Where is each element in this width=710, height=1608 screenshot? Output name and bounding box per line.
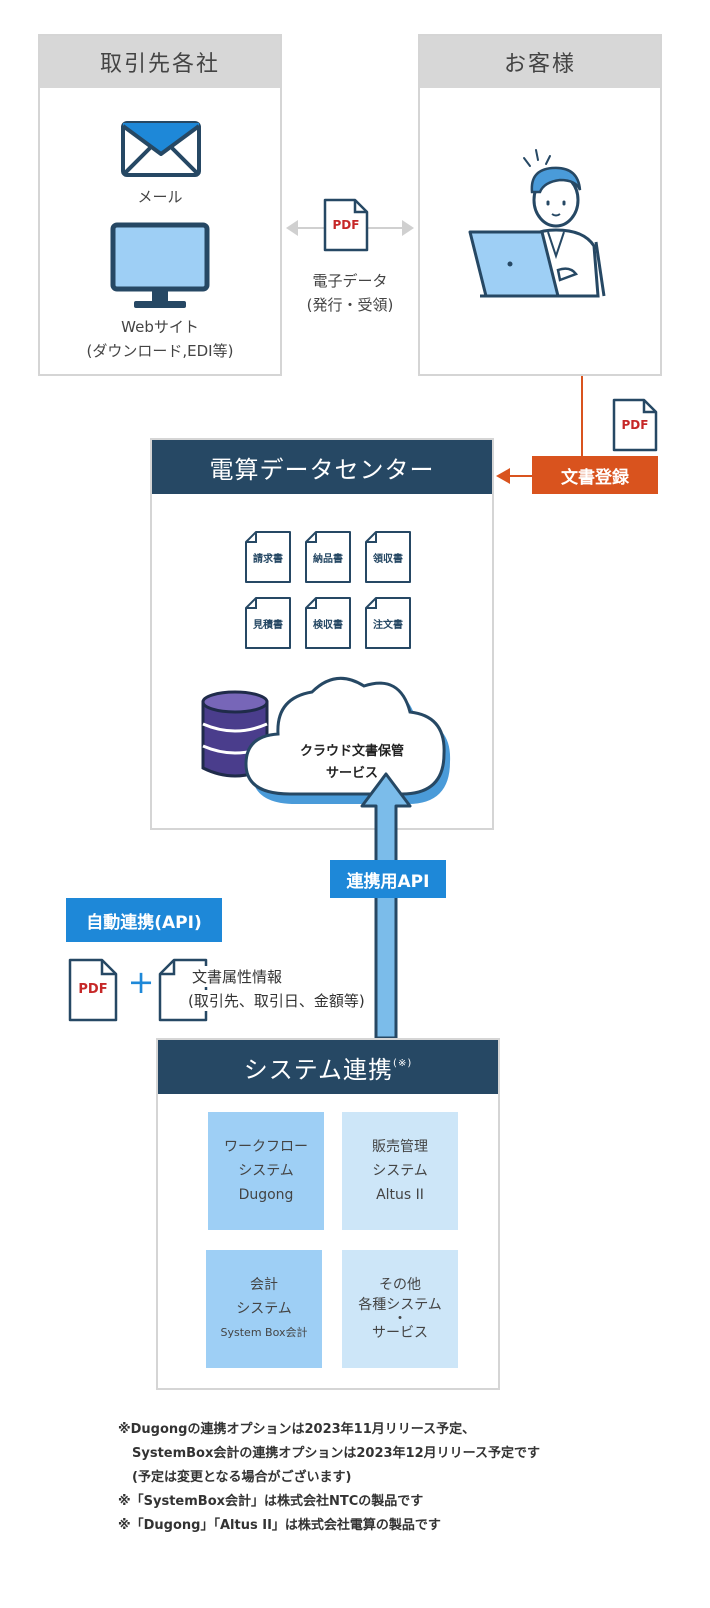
registration-badge: 文書登録 [532,456,658,494]
system-box-line: 各種システム [358,1297,442,1313]
system-box-other: その他 各種システム ・ サービス [342,1250,458,1368]
document-label: 見積書 [253,620,283,631]
document-label: 納品書 [313,554,343,565]
exchange-pdf-icon: PDF [323,198,369,252]
attribute-label: 文書属性情報 [192,966,287,987]
attribute-sublabel: (取引先、取引日、金額等) [188,990,365,1011]
customer-title: お客様 [420,36,660,88]
datacenter-title: 電算データセンター [152,440,492,494]
cloud-sublabel: サービス [325,766,378,781]
system-box-line: ワークフロー [224,1139,308,1155]
note-line: ※「Dugong」「Altus II」は株式会社電算の製品です [118,1518,441,1533]
registration-pdf-label: PDF [621,418,649,432]
partners-panel: 取引先各社 メール Webサイト (ダウンロード,EDI等) [38,34,282,376]
exchange-label: 電子データ [312,272,388,290]
document-label: 注文書 [373,620,403,631]
system-title: システム連携 [243,1055,394,1084]
system-box-line: その他 [379,1277,421,1293]
mail-icon [121,121,201,177]
system-panel: システム連携(※) ワークフロー システム Dugong 販売管理 システム A… [156,1038,500,1390]
note-line: ※「SystemBox会計」は株式会社NTCの製品です [118,1494,424,1509]
document-label: 検収書 [313,620,343,631]
note-line: (予定は変更となる場合がございます) [132,1470,352,1485]
datacenter-panel: 電算データセンター 請求書 納品書 領収書 見積書 検収書 注文書 クラウド文書… [150,438,494,830]
cloud-icon [244,676,451,804]
document-icon-order: 注文書 [364,596,412,650]
system-box-line: システム [372,1163,428,1179]
web-label: Webサイト [121,318,199,336]
api-badge: 連携用API [330,860,446,898]
web-sublabel: (ダウンロード,EDI等) [86,342,234,360]
document-icon-invoice: 請求書 [244,530,292,584]
note-line: SystemBox会計の連携オプションは2023年12月リリース予定です [132,1446,540,1461]
auto-pdf-label: PDF [78,982,108,997]
cloud-label: クラウド文書保管 [299,744,404,759]
document-icon-delivery: 納品書 [304,530,352,584]
auto-pdf-icon: PDF [68,958,118,1022]
document-label: 領収書 [373,554,403,565]
system-title-note: (※) [393,1057,413,1069]
system-box-line: System Box会計 [220,1326,308,1339]
system-title-bar: システム連携(※) [158,1040,498,1094]
system-box-accounting: 会計 システム System Box会計 [206,1250,322,1368]
system-box-line: Altus II [376,1187,424,1203]
system-box-altus: 販売管理 システム Altus II [342,1112,458,1230]
system-box-line: システム [236,1301,292,1317]
document-icon-inspection: 検収書 [304,596,352,650]
document-icon-estimate: 見積書 [244,596,292,650]
note-line: ※Dugongの連携オプションは2023年11月リリース予定、 [118,1422,476,1437]
customer-panel: お客様 [418,34,662,376]
partners-title: 取引先各社 [40,36,280,88]
system-box-line: Dugong [238,1187,294,1203]
person-laptop-icon [468,149,606,298]
system-box-line: 会計 [250,1277,278,1293]
system-box-line: ・ [393,1311,407,1327]
system-box-line: サービス [372,1325,428,1341]
registration-pdf-icon: PDF [612,398,658,452]
system-box-line: システム [238,1163,294,1179]
exchange-sublabel: (発行・受領) [306,296,394,314]
system-box-dugong: ワークフロー システム Dugong [208,1112,324,1230]
system-box-line: 販売管理 [372,1139,428,1155]
document-icon-receipt: 領収書 [364,530,412,584]
document-label: 請求書 [253,554,283,565]
exchange-pdf-label: PDF [332,218,360,232]
auto-integration-badge: 自動連携(API) [66,898,222,942]
api-arrow [360,772,412,1040]
plus-sign: + [127,963,155,1001]
monitor-icon [110,222,210,308]
mail-label: メール [137,188,183,206]
